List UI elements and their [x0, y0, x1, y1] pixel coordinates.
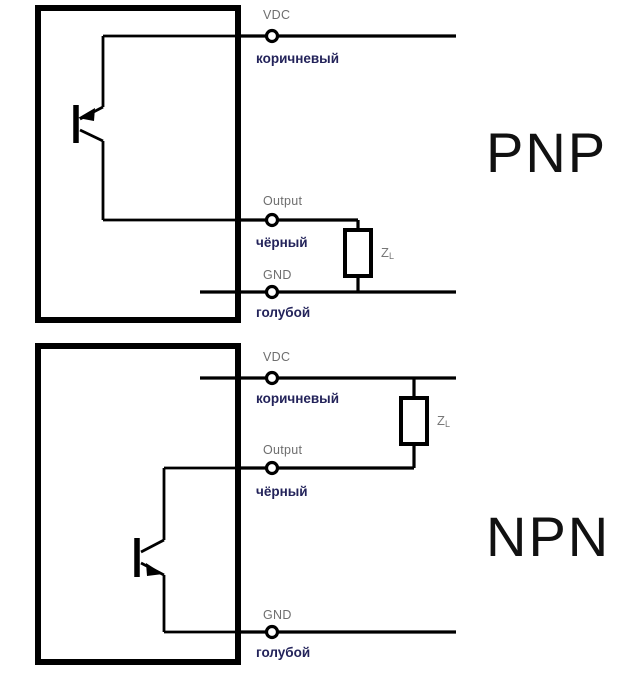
pnp-terminal-gnd[interactable]	[264, 284, 280, 300]
pnp-terminal-output[interactable]	[264, 212, 280, 228]
npn-load-label-sub: L	[445, 419, 450, 429]
npn-terminal-vdc[interactable]	[264, 370, 280, 386]
npn-label-black: чёрный	[256, 484, 308, 499]
npn-load-label-main: Z	[437, 413, 445, 428]
npn-terminal-gnd[interactable]	[264, 624, 280, 640]
npn-label-output: Output	[263, 443, 303, 457]
pnp-emitter-arrow	[78, 108, 95, 121]
pnp-load-label: ZL	[381, 245, 394, 261]
pnp-label-black: чёрный	[256, 235, 308, 250]
pnp-load-impedance	[343, 228, 373, 278]
pnp-label-output: Output	[263, 194, 303, 208]
pnp-label-blue: голубой	[256, 305, 310, 320]
npn-label-gnd: GND	[263, 608, 292, 622]
npn-diagram: VDC коричневый Output чёрный GND голубой…	[35, 343, 610, 665]
npn-terminal-output[interactable]	[264, 460, 280, 476]
npn-collector-slant	[140, 538, 165, 554]
npn-label-blue: голубой	[256, 645, 310, 660]
pnp-label-gnd: GND	[263, 268, 292, 282]
pnp-label-vdc: VDC	[263, 8, 290, 22]
pnp-label-brown: коричневый	[256, 51, 339, 66]
npn-label-vdc: VDC	[263, 350, 290, 364]
pnp-type-title: PNP	[486, 121, 607, 184]
npn-type-title: NPN	[486, 505, 610, 568]
npn-emitter-arrow	[146, 563, 163, 576]
pnp-load-label-sub: L	[389, 251, 394, 261]
pnp-load-label-main: Z	[381, 245, 389, 260]
npn-load-impedance	[399, 396, 429, 446]
pnp-diagram: VDC коричневый Output чёрный GND голубой…	[35, 5, 607, 323]
npn-label-brown: коричневый	[256, 391, 339, 406]
pnp-sensor-body	[35, 5, 241, 323]
npn-sensor-body	[35, 343, 241, 665]
npn-load-label: ZL	[437, 413, 450, 429]
pnp-collector-slant	[79, 128, 104, 143]
pnp-terminal-vdc[interactable]	[264, 28, 280, 44]
